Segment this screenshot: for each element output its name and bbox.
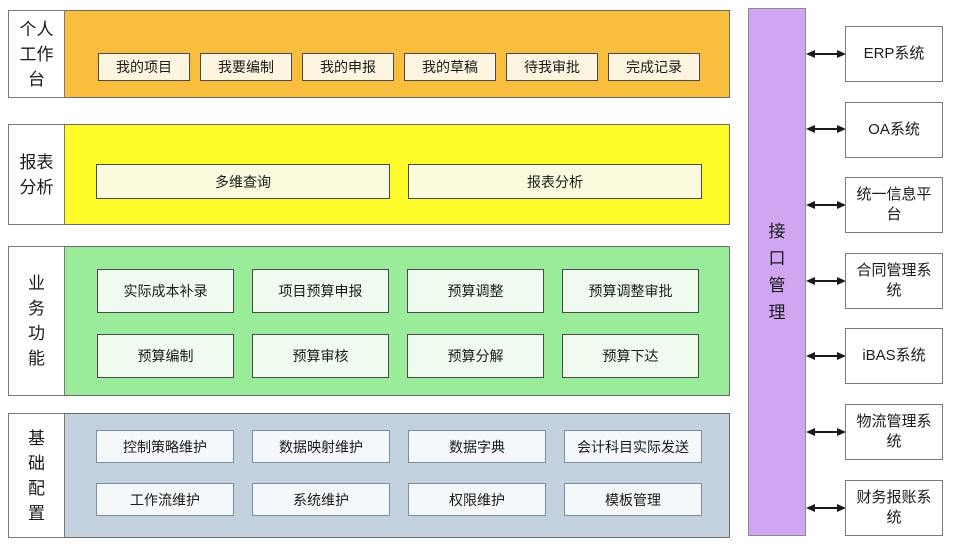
bidirectional-arrow-icon bbox=[806, 125, 846, 133]
report-button-group: 多维查询 报表分析 bbox=[96, 164, 702, 199]
section-personal-workbench: 个人 工作 台 我的项目 我要编制 我的申报 我的草稿 待我审批 完成记录 bbox=[8, 10, 730, 98]
external-system-erp: ERP系统 bbox=[845, 26, 943, 82]
module-button-data-dictionary: 数据字典 bbox=[408, 430, 546, 463]
module-button-completed-records: 完成记录 bbox=[608, 53, 700, 81]
business-button-grid: 实际成本补录 项目预算申报 预算调整 预算调整审批 预算编制 预算审核 预算分解… bbox=[97, 269, 699, 378]
module-button-accounting-subject-send: 会计科目实际发送 bbox=[564, 430, 702, 463]
band-basic-configuration: 控制策略维护 数据映射维护 数据字典 会计科目实际发送 工作流维护 系统维护 权… bbox=[64, 413, 730, 538]
external-system-contract-management: 合同管理系统 bbox=[845, 253, 943, 309]
section-label-business-functions: 业 务 功 能 bbox=[8, 246, 65, 396]
module-button-workflow-maint: 工作流维护 bbox=[96, 483, 234, 516]
config-button-grid: 控制策略维护 数据映射维护 数据字典 会计科目实际发送 工作流维护 系统维护 权… bbox=[96, 430, 702, 516]
module-button-budget-adjustment: 预算调整 bbox=[407, 269, 544, 313]
bidirectional-arrow-icon bbox=[806, 352, 846, 360]
module-button-budget-adjustment-approval: 预算调整审批 bbox=[562, 269, 699, 313]
module-button-control-strategy-maint: 控制策略维护 bbox=[96, 430, 234, 463]
module-button-my-declaration: 我的申报 bbox=[302, 53, 394, 81]
section-basic-configuration: 基 础 配 置 控制策略维护 数据映射维护 数据字典 会计科目实际发送 工作流维… bbox=[8, 413, 730, 538]
bidirectional-arrow-icon bbox=[806, 428, 846, 436]
band-business-functions: 实际成本补录 项目预算申报 预算调整 预算调整审批 预算编制 预算审核 预算分解… bbox=[64, 246, 730, 396]
section-label-personal-workbench: 个人 工作 台 bbox=[8, 10, 65, 98]
bidirectional-arrow-icon bbox=[806, 504, 846, 512]
module-button-budget-decomposition: 预算分解 bbox=[407, 334, 544, 378]
section-report-analysis: 报表 分析 多维查询 报表分析 bbox=[8, 124, 730, 225]
external-system-unified-info-platform: 统一信息平台 bbox=[845, 177, 943, 233]
band-report-analysis: 多维查询 报表分析 bbox=[64, 124, 730, 225]
section-label-report-analysis: 报表 分析 bbox=[8, 124, 65, 225]
external-system-ibas: iBAS系统 bbox=[845, 328, 943, 384]
module-button-template-management: 模板管理 bbox=[564, 483, 702, 516]
module-button-data-mapping-maint: 数据映射维护 bbox=[252, 430, 390, 463]
bidirectional-arrow-icon bbox=[806, 201, 846, 209]
workbench-button-group: 我的项目 我要编制 我的申报 我的草稿 待我审批 完成记录 bbox=[98, 53, 700, 81]
module-button-my-projects: 我的项目 bbox=[98, 53, 190, 81]
external-system-financial-reimbursement: 财务报账系统 bbox=[845, 480, 943, 536]
module-button-i-compile: 我要编制 bbox=[200, 53, 292, 81]
module-button-budget-review: 预算审核 bbox=[252, 334, 389, 378]
bidirectional-arrow-icon bbox=[806, 50, 846, 58]
band-personal-workbench: 我的项目 我要编制 我的申报 我的草稿 待我审批 完成记录 bbox=[64, 10, 730, 98]
section-label-basic-configuration: 基 础 配 置 bbox=[8, 413, 65, 538]
module-button-actual-cost-entry: 实际成本补录 bbox=[97, 269, 234, 313]
module-button-system-maint: 系统维护 bbox=[252, 483, 390, 516]
external-system-logistics-management: 物流管理系统 bbox=[845, 404, 943, 460]
interface-management-bar: 接 口 管 理 bbox=[748, 8, 806, 536]
bidirectional-arrow-icon bbox=[806, 277, 846, 285]
module-button-budget-compilation: 预算编制 bbox=[97, 334, 234, 378]
module-button-budget-release: 预算下达 bbox=[562, 334, 699, 378]
module-button-multidim-query: 多维查询 bbox=[96, 164, 390, 199]
module-button-permission-maint: 权限维护 bbox=[408, 483, 546, 516]
module-button-project-budget-declaration: 项目预算申报 bbox=[252, 269, 389, 313]
section-business-functions: 业 务 功 能 实际成本补录 项目预算申报 预算调整 预算调整审批 预算编制 预… bbox=[8, 246, 730, 396]
external-system-oa: OA系统 bbox=[845, 102, 943, 158]
module-button-pending-approval: 待我审批 bbox=[506, 53, 598, 81]
module-button-my-drafts: 我的草稿 bbox=[404, 53, 496, 81]
module-button-report-analysis: 报表分析 bbox=[408, 164, 702, 199]
